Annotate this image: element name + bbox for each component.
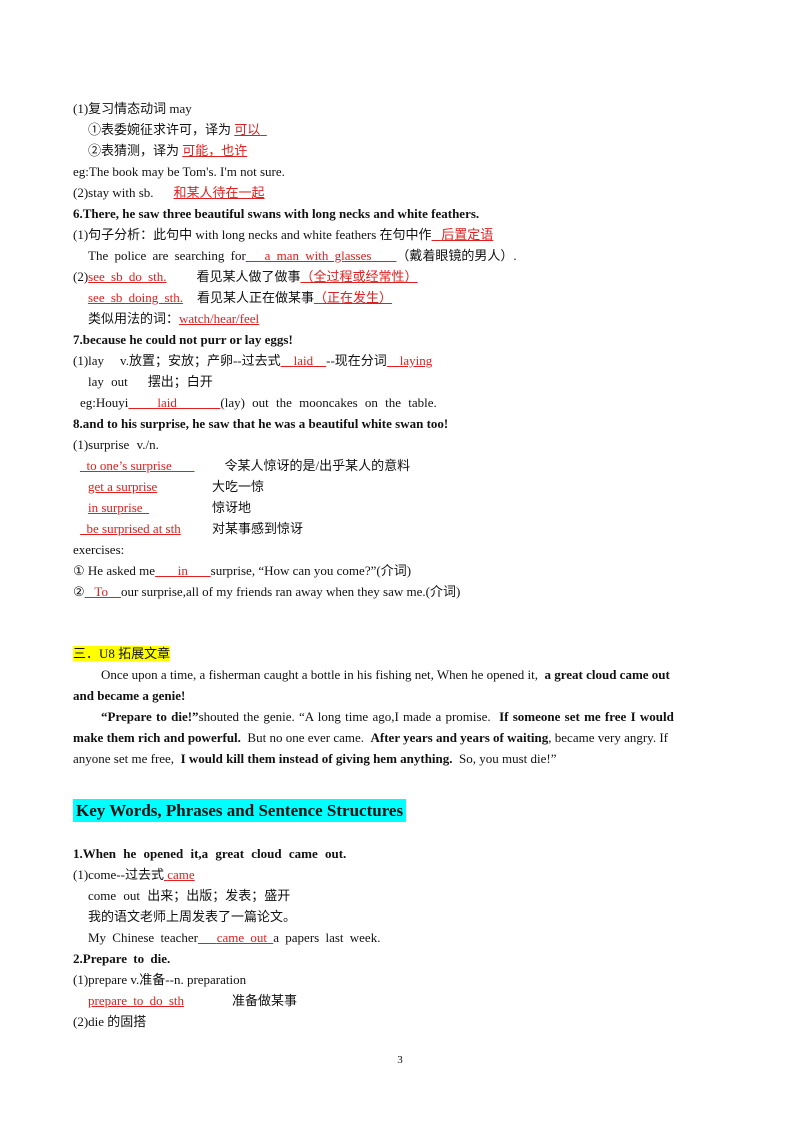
line-police-example: The police are searching for a man with … bbox=[88, 248, 517, 263]
story-line-2: and became a genie! bbox=[73, 688, 186, 703]
line-houyi-example: eg:Houyi laid (lay) out the mooncakes on… bbox=[80, 395, 437, 410]
line-surprise: (1)surprise v./n. bbox=[73, 437, 159, 452]
line-teacher-example: My Chinese teacher came out a papers las… bbox=[88, 930, 381, 945]
line-prepare: (1)prepare v.准备--n. preparation bbox=[73, 972, 247, 987]
line-exercises: exercises: bbox=[73, 542, 125, 557]
line-may-review: (1)复习情态动词 may bbox=[73, 101, 192, 116]
line-translation: 我的语文老师上周发表了一篇论文。 bbox=[88, 909, 297, 924]
exercise-1: ① He asked me in surprise, “How can you … bbox=[73, 563, 412, 578]
story-line-4: make them rich and powerful. But no one … bbox=[73, 730, 668, 745]
line-may-example: eg:The book may be Tom's. I'm not sure. bbox=[73, 164, 285, 179]
line-die-collocation: (2)die 的固搭 bbox=[73, 1014, 147, 1029]
line-similar-words: 类似用法的词：watch/hear/feel bbox=[88, 311, 260, 326]
sentence-7: 7.because he could not purr or lay eggs! bbox=[73, 332, 293, 347]
story-line-5: anyone set me free, I would kill them in… bbox=[73, 751, 557, 766]
sentence-8: 8.and to his surprise, he saw that he wa… bbox=[73, 416, 449, 431]
line-to-ones-surprise: to one’s surprise 令某人惊讶的是/出乎某人的意料 bbox=[86, 458, 411, 473]
story-line-1: Once upon a time, a fisherman caught a b… bbox=[101, 667, 670, 682]
exercise-2: ② To our surprise,all of my friends ran … bbox=[73, 584, 461, 599]
line-stay-with: (2)stay with sb.和某人待在一起 bbox=[73, 185, 265, 200]
section-u8-title: 三．U8 拓展文章 bbox=[73, 646, 171, 661]
line-see-do: (2)see sb do sth.看见某人做了做事（全过程或经常性） bbox=[73, 269, 418, 284]
sentence-6: 6.There, he saw three beautiful swans wi… bbox=[73, 206, 480, 221]
key-words-heading: Key Words, Phrases and Sentence Structur… bbox=[73, 799, 407, 823]
line-sentence-analysis: (1)句子分析：此句中 with long necks and white fe… bbox=[73, 227, 494, 242]
story-line-3: “Prepare to die!”shouted the genie. “A l… bbox=[101, 709, 674, 724]
line-may-guess: ②表猜测，译为 可能，也许 bbox=[88, 143, 248, 158]
page-number: 3 bbox=[397, 1054, 403, 1066]
key-sentence-1: 1.When he opened it,a great cloud came o… bbox=[73, 846, 347, 861]
key-sentence-2: 2.Prepare to die. bbox=[73, 951, 171, 966]
line-may-permission: ①表委婉征求许可，译为 可以 bbox=[88, 122, 261, 137]
line-in-surprise: in surprise 惊讶地 bbox=[88, 500, 252, 515]
line-come-past: (1)come--过去式 came bbox=[73, 867, 195, 882]
line-come-out: come out 出来；出版；发表；盛开 bbox=[88, 888, 291, 903]
line-see-doing: see sb doing sth.看见某人正在做某事（正在发生） bbox=[88, 290, 392, 305]
